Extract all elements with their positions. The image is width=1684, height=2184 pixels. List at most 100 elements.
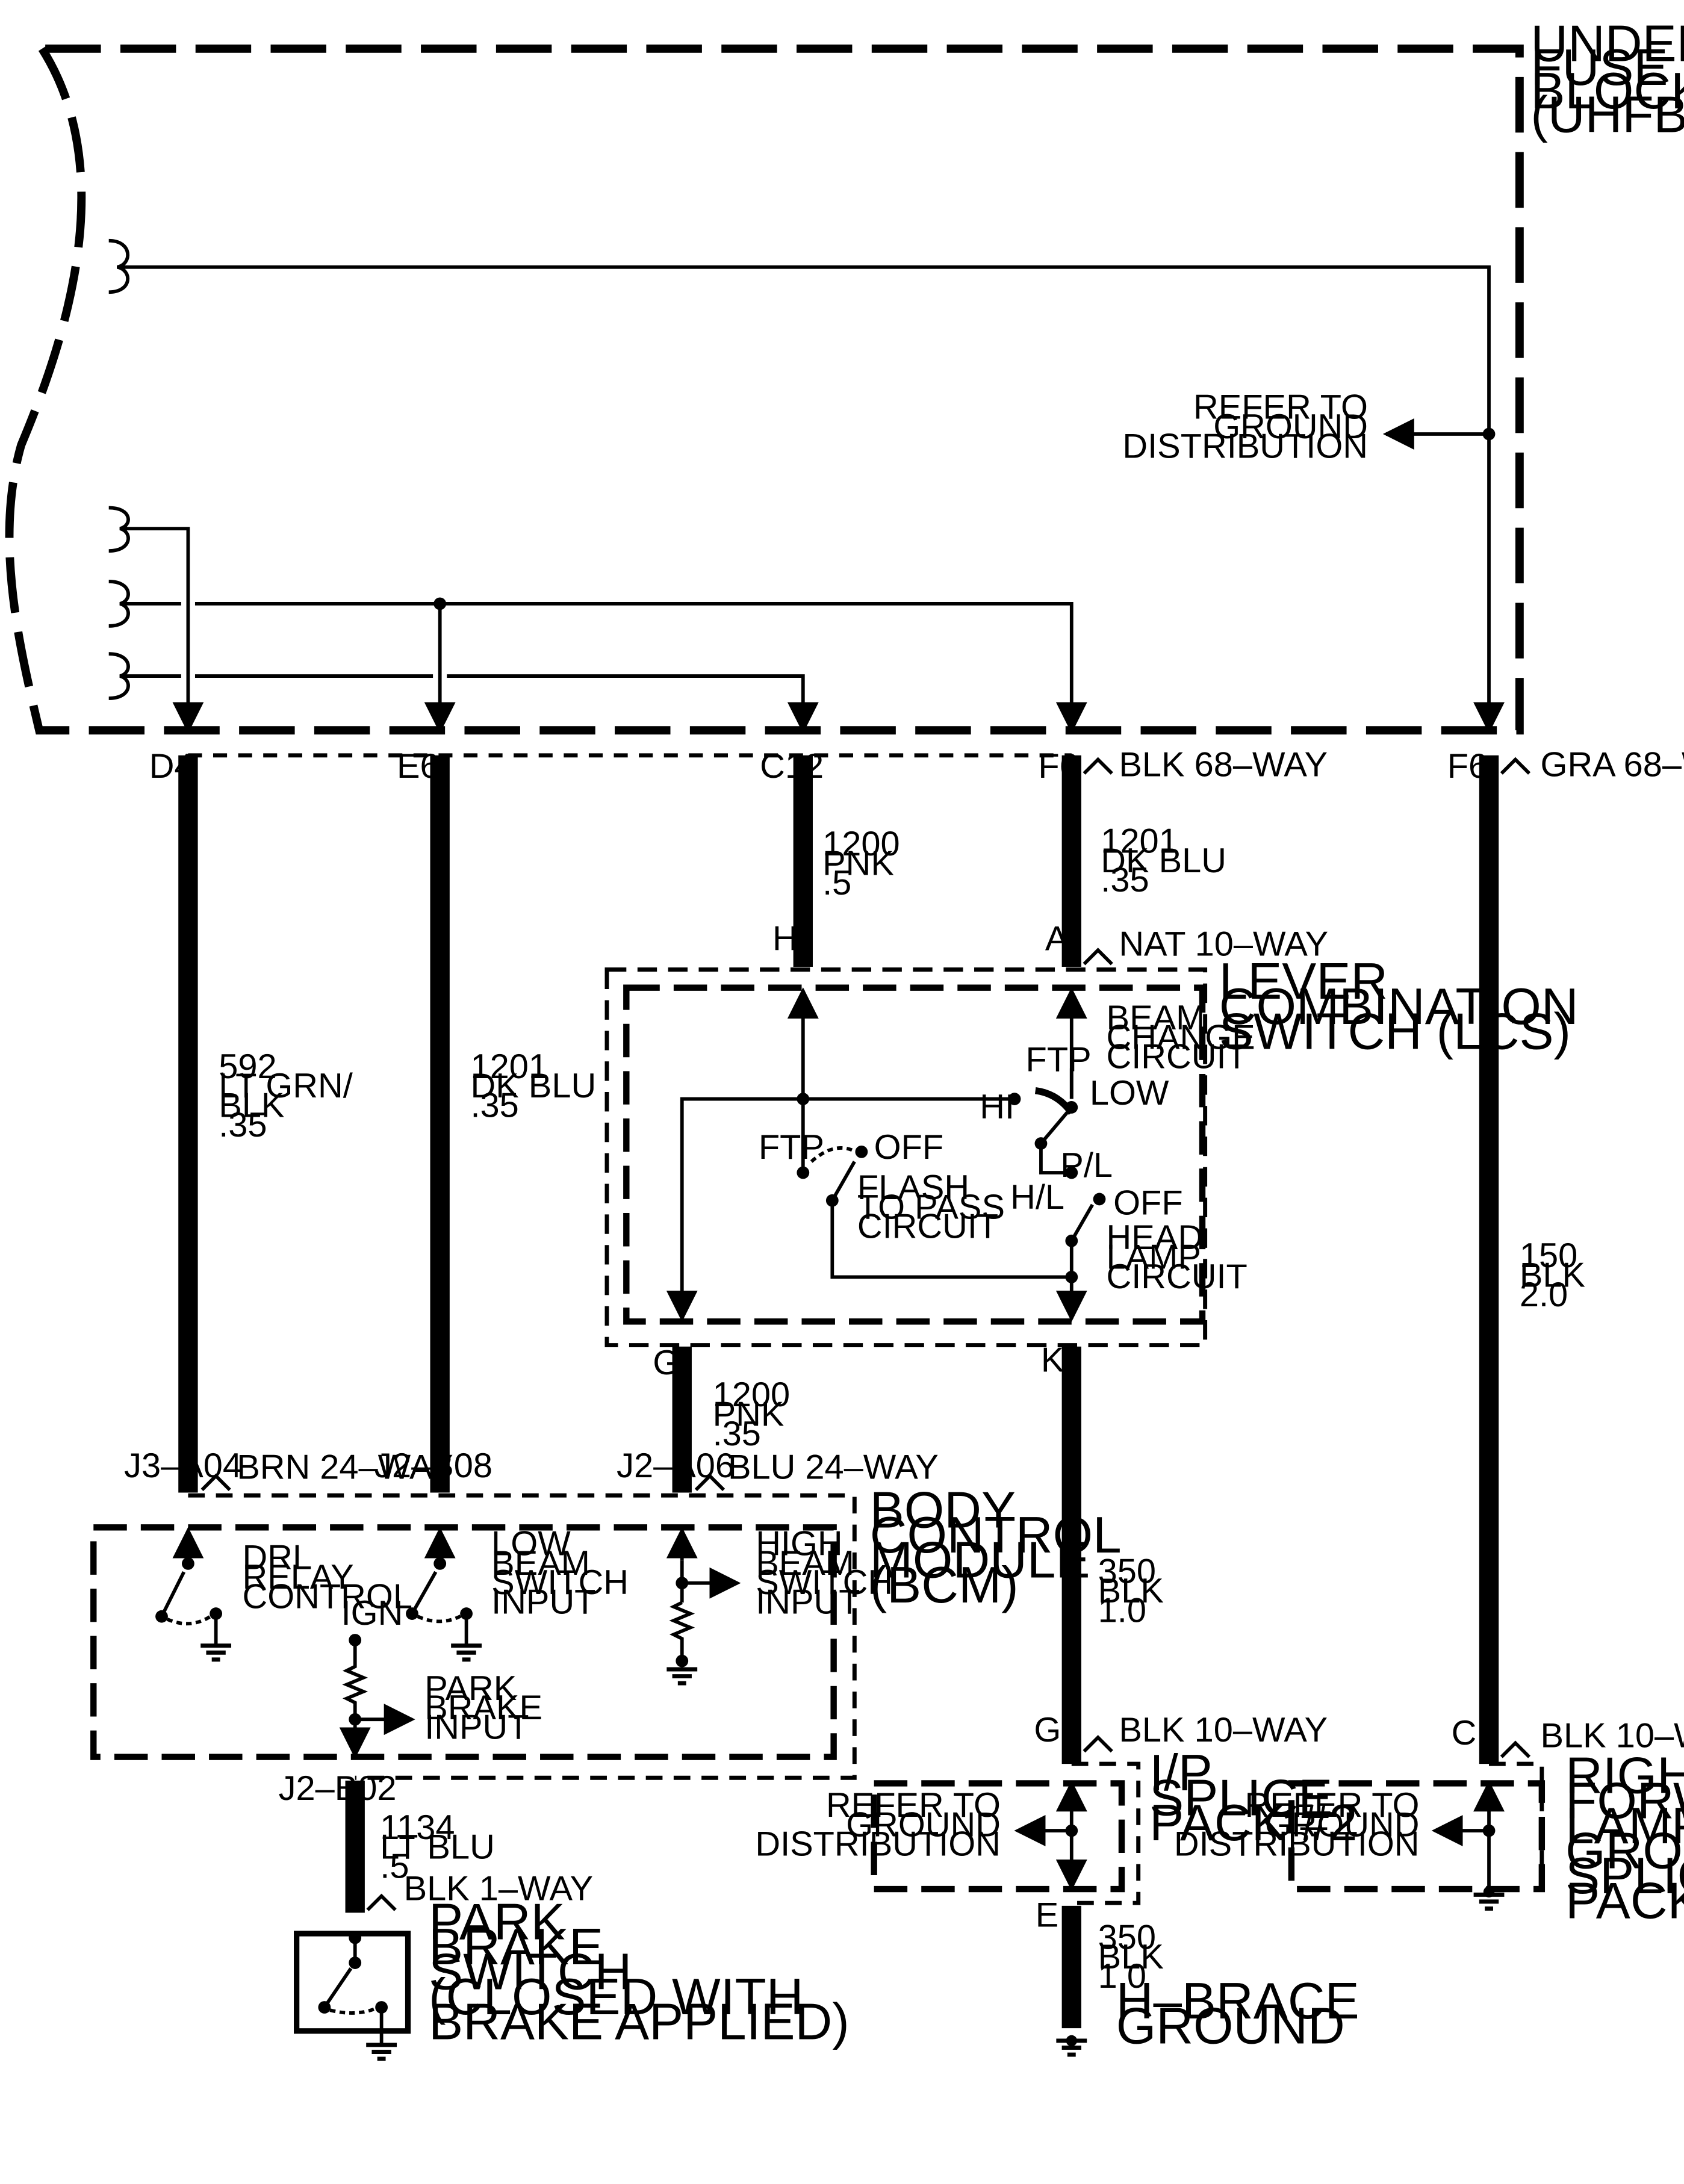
svg-text:SPLICE: SPLICE xyxy=(1149,1770,1332,1827)
svg-text:1200: 1200 xyxy=(822,825,900,863)
svg-text:RELAY: RELAY xyxy=(243,1558,354,1596)
svg-text:INPUT: INPUT xyxy=(756,1583,860,1622)
svg-text:UNDERHOOD: UNDERHOOD xyxy=(1530,16,1684,73)
svg-text:150: 150 xyxy=(1520,1236,1577,1275)
bcm-outline xyxy=(90,1493,857,1780)
svg-text:(UHFB): (UHFB) xyxy=(1530,87,1684,144)
svg-text:CONTROL: CONTROL xyxy=(243,1577,412,1616)
svg-text:BLK 10–WAY: BLK 10–WAY xyxy=(1119,1711,1328,1749)
svg-text:SWITCH: SWITCH xyxy=(429,1943,632,2000)
svg-text:1134: 1134 xyxy=(380,1808,455,1847)
svg-text:J2–B02: J2–B02 xyxy=(279,1769,397,1808)
svg-text:.5: .5 xyxy=(380,1847,409,1886)
svg-text:TO PASS: TO PASS xyxy=(857,1188,1005,1226)
svg-text:BRAKE: BRAKE xyxy=(424,1689,542,1727)
svg-text:BODY: BODY xyxy=(870,1481,1016,1539)
svg-text:CHANGE: CHANGE xyxy=(1107,1018,1255,1056)
park-brake-switch xyxy=(294,1931,411,2059)
svg-text:J2–A06: J2–A06 xyxy=(617,1447,735,1485)
svg-text:PARK: PARK xyxy=(429,1893,565,1950)
svg-text:BRN 24–WAY: BRN 24–WAY xyxy=(237,1448,453,1486)
svg-text:.35: .35 xyxy=(471,1087,519,1125)
uhfb-pin-labels: D4 E6 C12 F6 F6 BLK 68–WAY GRA 68–WAY xyxy=(149,745,1684,785)
svg-text:SWITCH: SWITCH xyxy=(491,1563,629,1602)
svg-text:1201: 1201 xyxy=(471,1047,548,1086)
svg-text:350: 350 xyxy=(1098,1553,1156,1591)
svg-text:BLU 24–WAY: BLU 24–WAY xyxy=(728,1448,939,1486)
svg-text:DK BLU: DK BLU xyxy=(471,1067,597,1105)
svg-text:REFER TO: REFER TO xyxy=(1193,388,1368,427)
svg-text:1.0: 1.0 xyxy=(1098,1591,1146,1630)
svg-text:BEAM: BEAM xyxy=(491,1544,590,1583)
svg-text:GROUND: GROUND xyxy=(1213,408,1368,446)
svg-text:BRAKE APPLIED): BRAKE APPLIED) xyxy=(429,1994,850,2051)
svg-text:BRAKE: BRAKE xyxy=(429,1919,603,1976)
svg-text:G: G xyxy=(653,1344,680,1382)
svg-text:.35: .35 xyxy=(1101,861,1149,899)
svg-text:FORWARD: FORWARD xyxy=(1565,1772,1684,1829)
svg-text:C: C xyxy=(1452,1714,1477,1752)
wire-labels: 592 LT GRN/ BLK .35 1201 DK BLU .35 1200… xyxy=(219,822,1585,1996)
svg-text:GRA 68–WAY: GRA 68–WAY xyxy=(1541,745,1684,784)
svg-text:HEAD: HEAD xyxy=(1107,1218,1204,1257)
svg-text:H: H xyxy=(772,919,798,958)
ip-splice-internal xyxy=(1014,1780,1087,1891)
svg-text:HIGH: HIGH xyxy=(756,1525,842,1563)
svg-text:DK BLU: DK BLU xyxy=(1101,842,1226,880)
uhfb-ground-ref: REFER TO GROUND DISTRIBUTION xyxy=(1122,388,1368,466)
lcs-internal xyxy=(666,987,1106,1322)
svg-text:GROUND: GROUND xyxy=(1116,1998,1345,2055)
svg-text:K: K xyxy=(1041,1341,1064,1379)
svg-text:LOW: LOW xyxy=(491,1525,571,1563)
svg-text:I/P: I/P xyxy=(1149,1745,1213,1802)
svg-text:LT GRN/: LT GRN/ xyxy=(219,1067,353,1105)
svg-text:OFF: OFF xyxy=(1113,1184,1183,1222)
svg-text:.5: .5 xyxy=(822,864,851,902)
svg-text:MODULE: MODULE xyxy=(870,1531,1090,1589)
rf-splice-internal xyxy=(1431,1780,1505,1908)
svg-text:COMBINATION: COMBINATION xyxy=(1219,978,1579,1035)
lcs-outline xyxy=(604,967,1208,1348)
svg-text:E: E xyxy=(1036,1896,1059,1934)
park-brake-labels: BLK 1–WAY PARK BRAKE SWITCH (CLOSED WITH… xyxy=(366,1870,850,2051)
svg-text:592: 592 xyxy=(219,1047,276,1086)
svg-text:SWITCH (LCS): SWITCH (LCS) xyxy=(1219,1003,1571,1060)
svg-text:CONTROL: CONTROL xyxy=(870,1507,1122,1564)
svg-text:DISTRIBUTION: DISTRIBUTION xyxy=(1174,1825,1420,1864)
svg-text:DISTRIBUTION: DISTRIBUTION xyxy=(755,1825,1001,1864)
svg-text:BLK: BLK xyxy=(1098,1572,1164,1610)
svg-text:NAT 10–WAY: NAT 10–WAY xyxy=(1119,925,1328,964)
ip-splice-labels: G BLK 10–WAY I/P SPLICE PACK #2 REFER TO… xyxy=(755,1711,1357,1934)
svg-text:BLK: BLK xyxy=(1098,1938,1164,1976)
lcs-label: LEVER COMBINATION SWITCH (LCS) xyxy=(1219,953,1579,1060)
svg-text:350: 350 xyxy=(1098,1918,1156,1956)
svg-text:BLK 10–WAY: BLK 10–WAY xyxy=(1541,1716,1684,1755)
svg-text:OFF: OFF xyxy=(874,1128,944,1167)
ip-splice-outline xyxy=(871,1761,1141,1905)
svg-text:IGN: IGN xyxy=(341,1594,403,1633)
svg-text:HI: HI xyxy=(980,1088,1014,1126)
svg-text:BEAM: BEAM xyxy=(1107,999,1205,1037)
svg-text:GROUND: GROUND xyxy=(846,1805,1001,1844)
svg-text:PACK #2: PACK #2 xyxy=(1149,1795,1357,1852)
svg-text:INPUT: INPUT xyxy=(424,1708,529,1747)
svg-text:.35: .35 xyxy=(713,1415,761,1453)
uhfb-outline xyxy=(5,44,1524,735)
svg-text:REFER TO: REFER TO xyxy=(1245,1786,1420,1825)
svg-text:CIRCUIT: CIRCUIT xyxy=(1107,1258,1247,1296)
rf-splice-outline xyxy=(1288,1761,1546,1893)
svg-text:FTP: FTP xyxy=(759,1128,824,1167)
svg-text:FUSE: FUSE xyxy=(1530,39,1668,96)
hbrace-ground: H–BRACE GROUND xyxy=(1056,1973,1359,2055)
uhfb-internal-wires xyxy=(120,265,1505,731)
svg-text:SPLICE: SPLICE xyxy=(1565,1847,1684,1905)
svg-text:LT BLU: LT BLU xyxy=(380,1828,495,1866)
bcm-pins: J3–A04 BRN 24–WAY J2–B08 J2–A06 BLU 24–W… xyxy=(124,1447,939,1808)
svg-text:G: G xyxy=(1034,1711,1061,1749)
svg-text:1.0: 1.0 xyxy=(1098,1957,1146,1996)
svg-text:INPUT: INPUT xyxy=(491,1583,595,1622)
svg-text:FTP: FTP xyxy=(1026,1040,1092,1079)
svg-text:BLOCK: BLOCK xyxy=(1530,63,1684,120)
svg-text:LEVER: LEVER xyxy=(1219,953,1388,1010)
